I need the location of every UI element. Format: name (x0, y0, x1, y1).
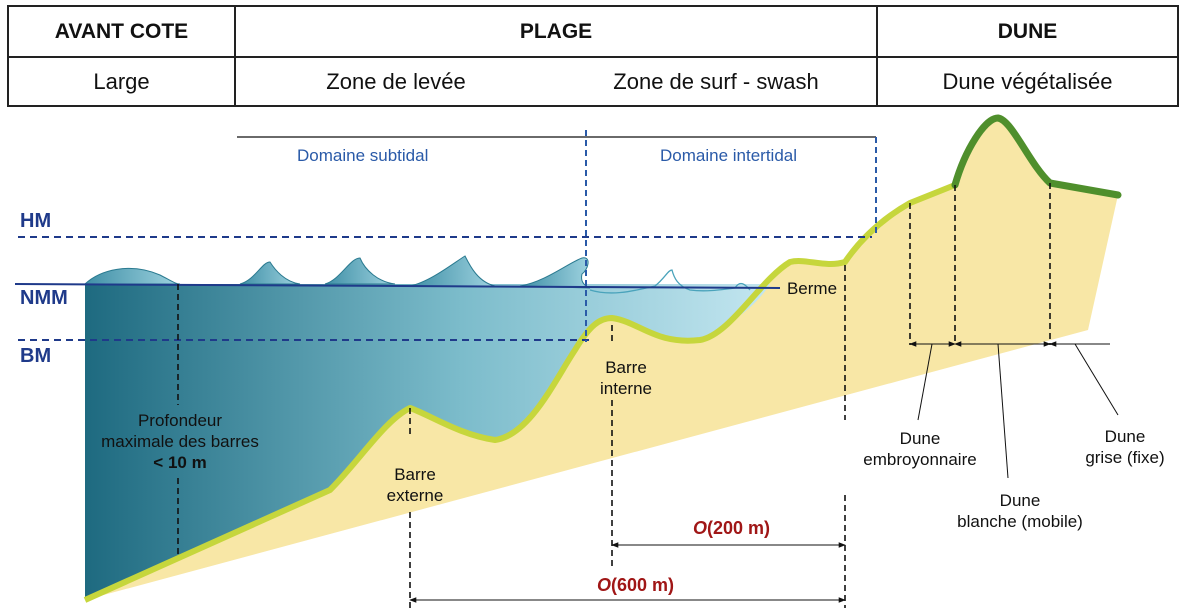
domain-intertidal-label: Domaine intertidal (660, 146, 798, 165)
depth-line-2: maximale des barres (101, 432, 259, 451)
scale-200-prefix: O (693, 518, 708, 538)
wave-crests (83, 255, 591, 289)
vegetation-line (951, 114, 1122, 199)
embryo-dune-label: Dune embroyonnaire (850, 428, 990, 470)
zone-title-plage: PLAGE (234, 5, 878, 58)
berm-label: Berme (786, 279, 838, 298)
nmm-line (14, 283, 781, 289)
max-bar-depth-label: Profondeur maximale des barres < 10 m (90, 410, 270, 473)
white-line-2: blanche (mobile) (957, 512, 1083, 531)
scale-600-value: (600 m) (611, 575, 675, 595)
outer-bar-line-1: Barre (394, 465, 436, 484)
grey-line-1: Dune (1104, 427, 1146, 446)
embryo-line-2: embroyonnaire (863, 450, 977, 469)
bm-label: BM (20, 345, 52, 367)
white-line-1: Dune (999, 491, 1041, 510)
outer-bar-label: Barre externe (375, 464, 455, 506)
depth-line-3: < 10 m (153, 453, 207, 472)
inner-bar-line-2: interne (600, 379, 652, 398)
zone-header-table: AVANT COTE PLAGE DUNE Large Zone de levé… (7, 5, 1179, 107)
subzone-zone-de-surf: Zone de surf - swash (613, 68, 819, 94)
scale-600-label: O(600 m) (597, 575, 674, 596)
depth-line-1: Profondeur (137, 411, 223, 430)
subzone-zone-de-levee: Zone de levée (326, 68, 466, 94)
zone-title-dune: DUNE (876, 5, 1179, 58)
subzone-dune-vegetalisee: Dune végétalisée (876, 56, 1179, 107)
hm-label: HM (20, 210, 52, 232)
zone-title-avant-cote: AVANT COTE (7, 5, 236, 58)
white-dune-label: Dune blanche (mobile) (950, 490, 1090, 532)
nmm-label: NMM (20, 287, 68, 309)
embryo-leader (917, 343, 933, 421)
subzone-row-plage: Zone de levée Zone de surf - swash (234, 56, 878, 107)
inner-bar-label: Barre interne (590, 357, 662, 399)
outer-bar-line-2: externe (386, 486, 444, 505)
white-leader (997, 343, 1009, 479)
domain-subtidal-label: Domaine subtidal (297, 146, 429, 165)
inner-bar-line-1: Barre (605, 358, 647, 377)
scale-600-prefix: O (597, 575, 612, 595)
grey-dune-label: Dune grise (fixe) (1075, 426, 1175, 468)
surf-foam (589, 269, 751, 294)
scale-200-label: O(200 m) (693, 518, 770, 539)
subzone-large: Large (7, 56, 236, 107)
scale-200-value: (200 m) (707, 518, 771, 538)
grey-line-2: grise (fixe) (1085, 448, 1165, 467)
grey-leader (1074, 343, 1119, 416)
sand-edge-line (83, 182, 957, 603)
embryo-line-1: Dune (899, 429, 941, 448)
